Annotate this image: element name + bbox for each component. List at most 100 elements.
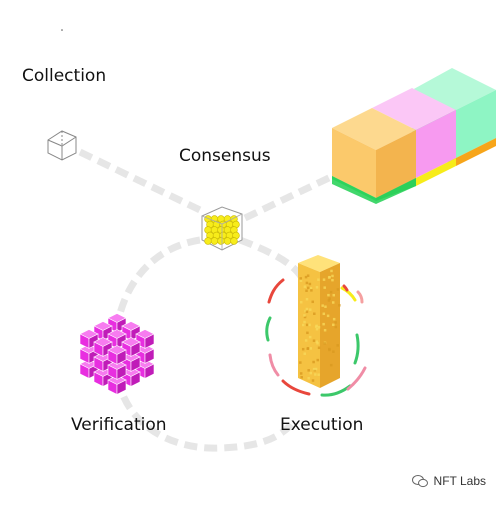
consensus-label: Consensus (179, 146, 271, 166)
execution-texture-pixel (332, 293, 336, 297)
execution-texture-pixel (317, 373, 320, 376)
execution-texture-pixel (315, 327, 319, 331)
execution-texture-pixel (306, 274, 310, 277)
execution-texture-pixel (306, 323, 309, 327)
verification-cube (79, 329, 99, 349)
execution-texture-pixel (331, 301, 335, 304)
execution-texture-pixel (336, 344, 339, 347)
wechat-icon (411, 475, 428, 488)
execution-texture-pixel (330, 269, 333, 273)
execution-texture-pixel (299, 277, 303, 280)
execution-texture-pixel (323, 328, 327, 332)
path-consensus-chain (243, 171, 337, 222)
verification-cube (135, 329, 155, 349)
execution-texture-pixel (315, 286, 319, 289)
execution-texture-pixel (308, 335, 312, 339)
execution-texture-pixel (305, 297, 309, 301)
execution-texture-pixel (315, 340, 319, 343)
execution-label: Execution (280, 415, 364, 435)
execution-texture-pixel (314, 373, 317, 376)
execution-texture-pixel (309, 347, 312, 350)
speck (61, 29, 63, 31)
execution-texture-pixel (306, 347, 309, 350)
collection-label: Collection (22, 66, 107, 86)
verification-label: Verification (71, 415, 167, 435)
execution-texture-pixel (334, 321, 337, 324)
execution-texture-pixel (299, 279, 303, 283)
execution-texture-pixel (309, 308, 312, 311)
execution-texture-pixel (312, 360, 315, 364)
execution-texture-pixel (317, 346, 321, 350)
execution-texture-pixel (311, 300, 314, 304)
execution-texture-pixel (303, 352, 306, 355)
execution-texture-pixel (310, 289, 313, 292)
consensus-sphere (223, 237, 232, 245)
execution-texture-pixel (303, 320, 306, 324)
watermark-text: NFT Labs (433, 474, 486, 488)
consensus-sphere (230, 237, 238, 245)
blockchain-blocks (332, 68, 496, 204)
execution-texture-pixel (317, 278, 320, 281)
execution-texture-pixel (299, 361, 302, 364)
verification-cube (107, 313, 127, 333)
execution-texture-pixel (307, 376, 310, 380)
execution-texture-pixel (316, 342, 319, 345)
execution-texture-pixel (323, 286, 326, 289)
verification-cube (107, 360, 127, 380)
consensus-sphere (217, 237, 225, 245)
path-collection-consensus (78, 148, 202, 214)
execution-texture-pixel (305, 289, 308, 292)
execution-column-icon (298, 255, 341, 388)
execution-texture-pixel (305, 307, 309, 311)
execution-texture-pixel (322, 312, 326, 316)
execution-texture-pixel (312, 339, 316, 342)
verification-cube-cluster-icon (79, 313, 155, 395)
execution-texture-pixel (309, 371, 313, 375)
execution-texture-pixel (299, 300, 303, 304)
execution-texture-pixel (301, 323, 305, 327)
verification-cube (107, 345, 127, 365)
execution-texture-pixel (307, 369, 310, 372)
execution-texture-pixel (313, 312, 316, 315)
execution-texture-pixel (324, 305, 327, 308)
execution-texture-pixel (301, 347, 305, 351)
execution-texture-pixel (304, 339, 308, 342)
execution-texture-pixel (331, 278, 334, 282)
execution-texture-pixel (304, 309, 307, 313)
execution-texture-pixel (332, 317, 336, 321)
execution-texture-pixel (303, 315, 307, 319)
execution-texture-pixel (311, 379, 315, 382)
execution-texture-pixel (307, 286, 310, 290)
execution-texture-pixel (328, 347, 331, 351)
execution-texture-pixel (316, 358, 320, 362)
execution-texture-pixel (336, 288, 340, 291)
execution-texture-pixel (338, 304, 341, 307)
execution-texture-pixel (315, 324, 318, 328)
execution-texture-pixel (308, 323, 311, 327)
execution-texture-pixel (299, 372, 303, 375)
execution-texture-pixel (303, 314, 306, 317)
execution-texture-pixel (323, 342, 327, 345)
execution-texture-pixel (300, 376, 303, 379)
execution-texture-pixel (308, 282, 312, 286)
execution-texture-pixel (328, 297, 331, 300)
execution-texture-pixel (329, 363, 333, 367)
collection-cube-icon (47, 130, 77, 161)
execution-texture-pixel (327, 299, 331, 302)
path-loop (111, 236, 298, 452)
verification-cube (107, 375, 127, 395)
chain-block-2 (372, 88, 456, 186)
consensus-sphere (204, 237, 212, 245)
execution-texture-pixel (326, 314, 330, 318)
execution-texture-pixel (334, 325, 338, 329)
execution-texture-pixel (305, 281, 309, 285)
execution-texture-pixel (305, 310, 309, 314)
execution-texture-pixel (332, 323, 335, 327)
consensus-cube-icon (201, 206, 243, 251)
execution-texture-pixel (312, 367, 316, 371)
execution-texture-pixel (321, 304, 324, 307)
execution-texture-pixel (327, 293, 330, 297)
execution-texture-pixel (327, 276, 331, 279)
